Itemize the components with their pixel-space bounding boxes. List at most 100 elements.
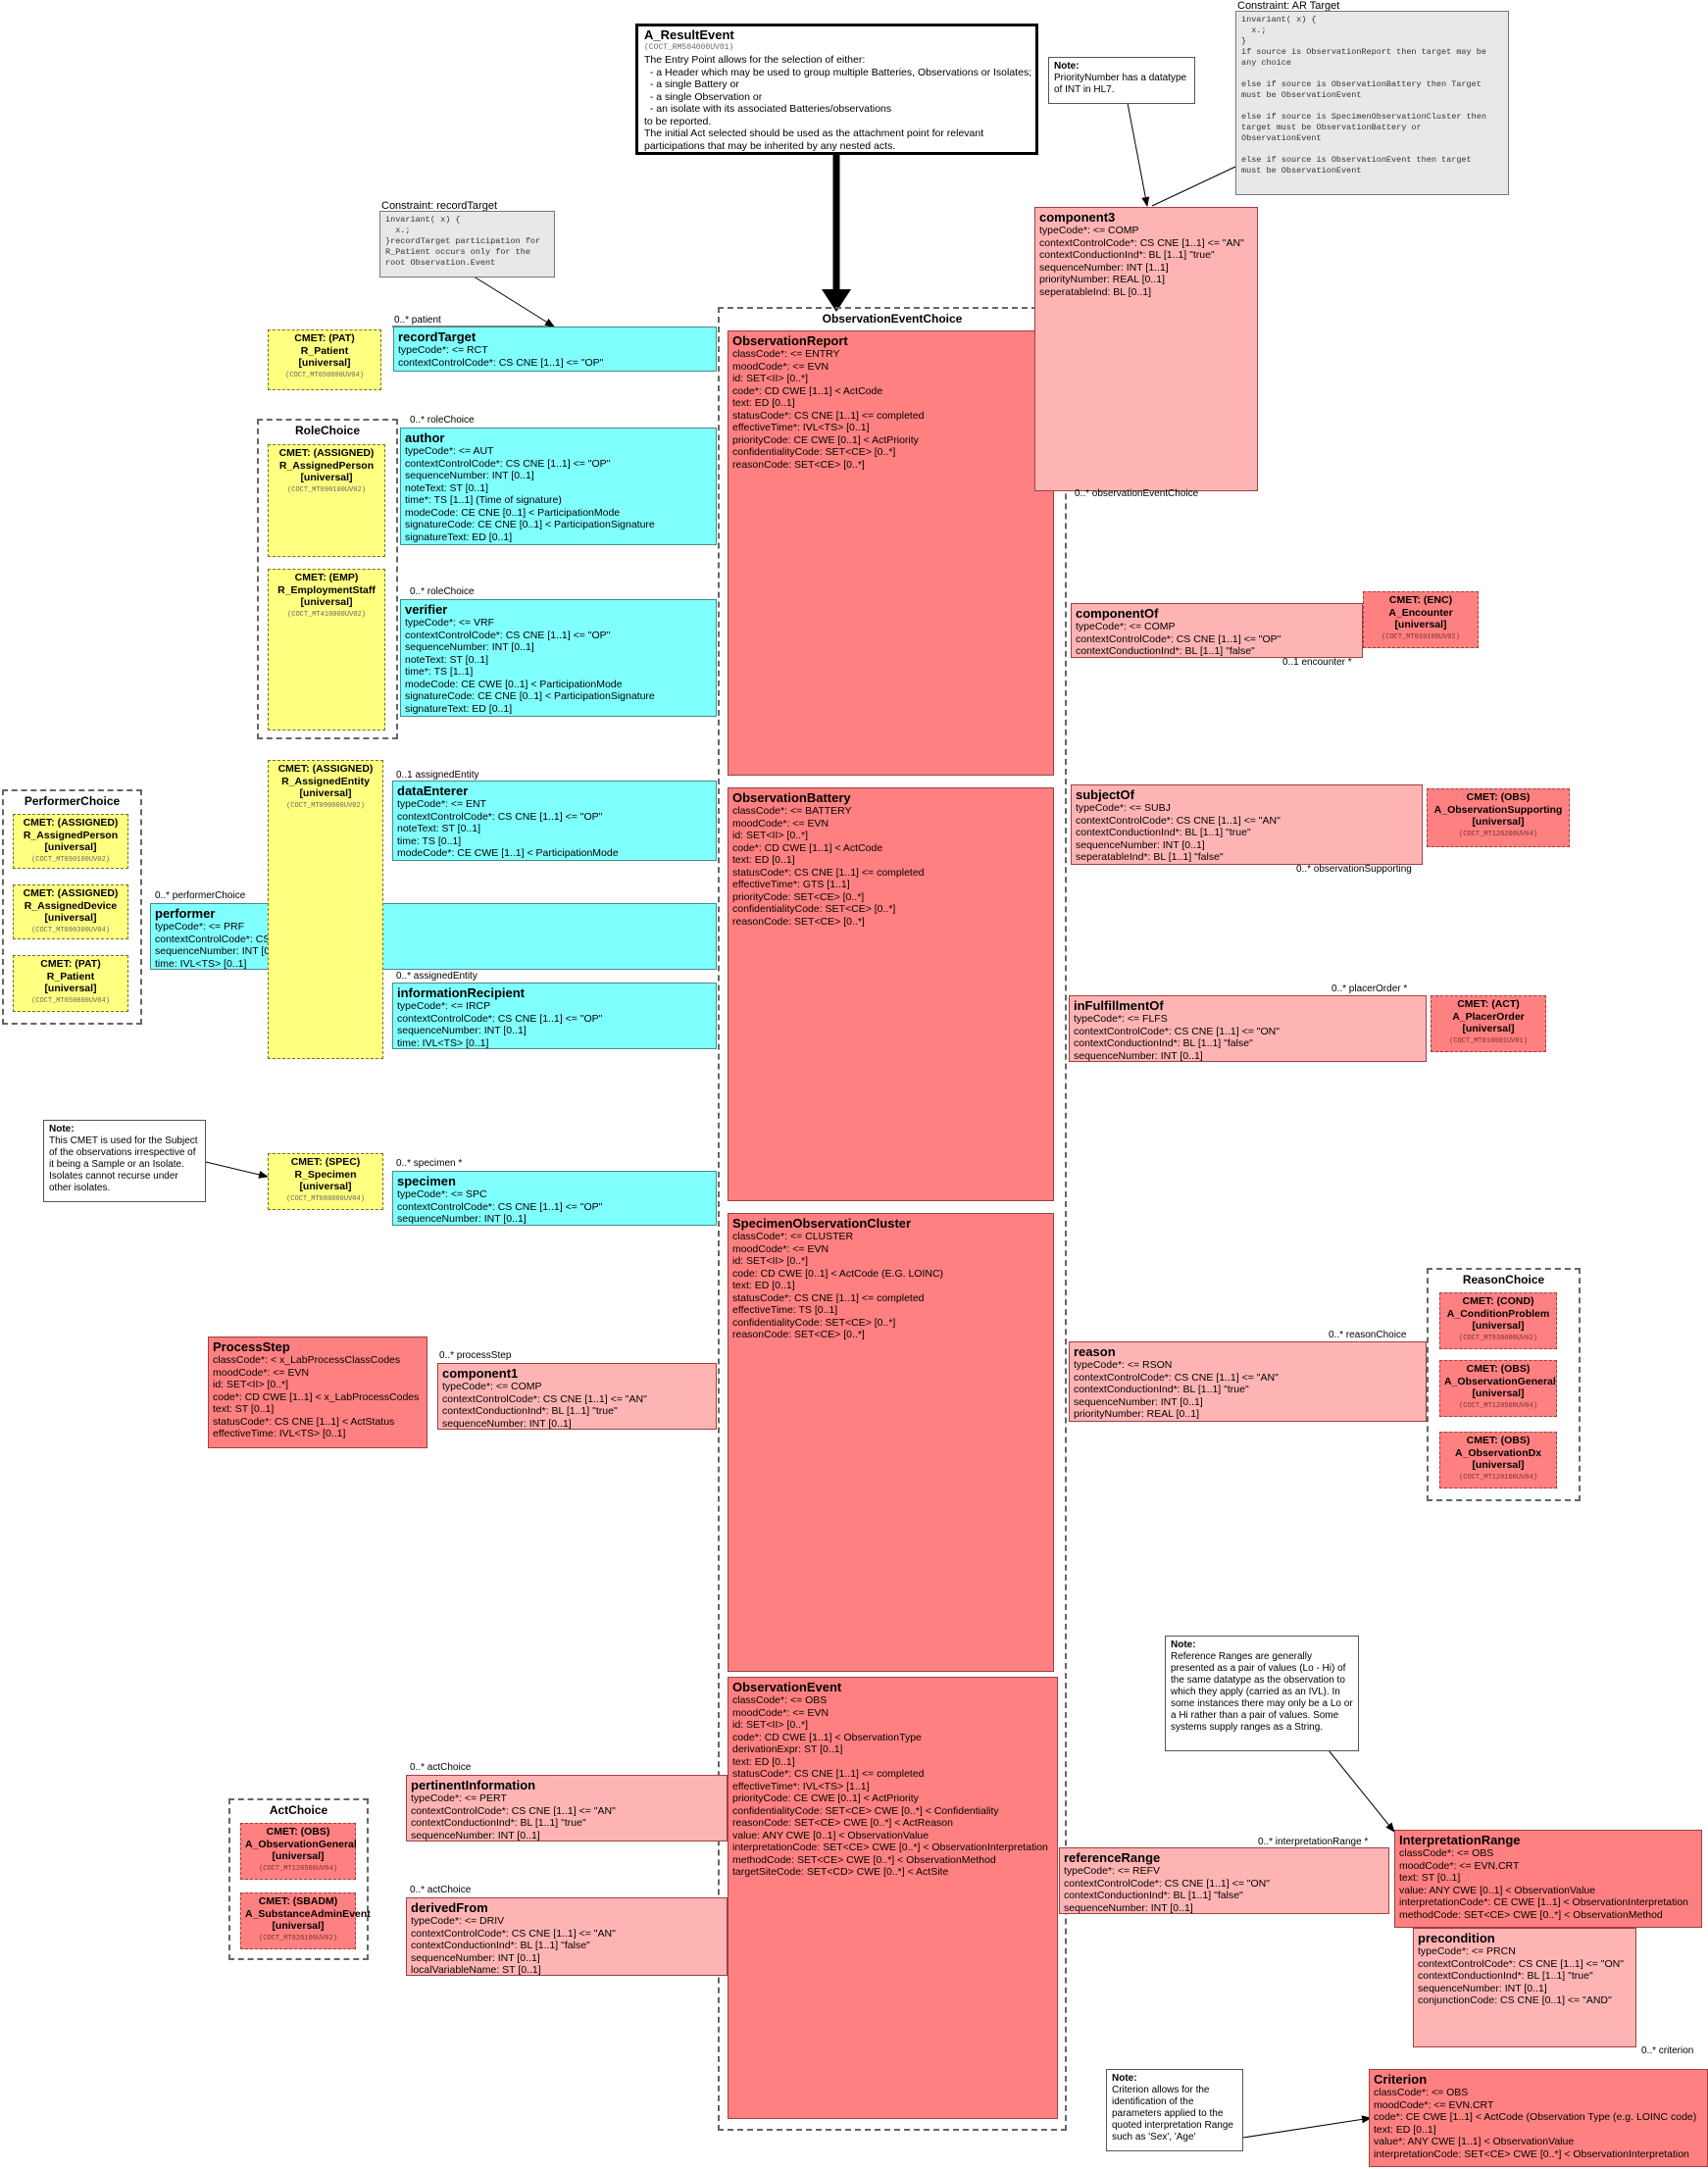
cmet-employment-staff[interactable]: CMET: (EMP) R_EmploymentStaff [universal… [268,569,385,731]
attr: time*: TS [1..1] [405,666,474,678]
attr: id: SET<II> [0..*] [732,1255,809,1267]
attr: signatureCode: CE CNE [0..1] < Participa… [405,690,655,702]
attr: reasonCode: SET<CE> CWE [0..*] < ActReas… [732,1817,953,1829]
cmet-observation-dx[interactable]: CMET: (OBS) A_ObservationDx [universal] … [1439,1432,1557,1488]
cmet-id: (COCT_MT920100UV02) [259,1934,337,1942]
performer-participation[interactable]: performer typeCode*: <= PRF contextContr… [150,903,717,970]
cmet-universal: [universal] [1472,816,1525,828]
cmet-observation-supporting[interactable]: CMET: (OBS) A_ObservationSupporting [uni… [1427,788,1570,847]
attr: statusCode*: CS CNE [1..1] <= completed [732,866,925,879]
cmet-encounter[interactable]: CMET: (ENC) A_Encounter [universal] (COC… [1363,591,1479,648]
attr: time: IVL<TS> [0..1] [397,1036,489,1049]
attr: classCode*: <= OBS [1399,1847,1494,1859]
rel-title: referenceRange [1064,1850,1161,1865]
pertinent-information-relationship[interactable]: pertinentInformation typeCode*: <= PERT … [406,1775,728,1841]
reason-choice: ReasonChoice [1427,1268,1581,1501]
attr: sequenceNumber: INT [0..1] [1064,1901,1193,1914]
cmet-kind: CMET: (PAT) [40,958,101,970]
entry-line: The Entry Point allows for the selection… [644,54,866,66]
component1-relationship[interactable]: component1 typeCode*: <= COMP contextCon… [437,1363,717,1430]
cmet-specimen[interactable]: CMET: (SPEC) R_Specimen [universal] (COC… [268,1153,383,1210]
reference-range-relationship[interactable]: referenceRange typeCode*: <= REFV contex… [1059,1847,1389,1914]
cmet-ac-observation-general[interactable]: CMET: (OBS) A_ObservationGeneral [univer… [240,1823,357,1880]
attr: contextConductionInd*: BL [1..1] "true" [1074,1384,1249,1395]
attr: contextControlCode*: CS CNE [1..1] <= "O… [397,1012,603,1025]
attr: text: ST [0..1] [1399,1872,1461,1884]
record-target-participation[interactable]: recordTarget typeCode*: <= RCT contextCo… [393,327,717,372]
cmet-name: A_ObservationSupporting [1433,803,1563,816]
cmet-pc-assigned-device[interactable]: CMET: (ASSIGNED) R_AssignedDevice [unive… [13,884,128,939]
observation-event-class[interactable]: ObservationEvent classCode*: <= OBS mood… [728,1677,1058,2119]
attr: contextControlCode*: CS CNE [1..1] <= "O… [405,457,611,470]
attr: contextConductionInd*: BL [1..1] "true" [411,1817,586,1829]
observation-battery-class[interactable]: ObservationBattery classCode*: <= BATTER… [728,787,1054,1201]
information-recipient-participation[interactable]: informationRecipient typeCode*: <= IRCP … [392,983,717,1049]
attr: classCode*: <= OBS [1374,2087,1469,2098]
specimen-participation[interactable]: specimen typeCode*: <= SPC contextContro… [392,1171,717,1226]
cmet-kind: CMET: (ASSIGNED) [277,763,374,775]
attr: confidentialityCode: SET<CE> [0..*] [732,1316,896,1329]
attr: priorityCode: CE CWE [0..1] < ActPriorit… [732,1792,919,1804]
cmet-kind: CMET: (ACT) [1457,998,1520,1010]
cmet-assigned-entity[interactable]: CMET: (ASSIGNED) R_AssignedEntity [unive… [268,760,383,1059]
cmet-id: (COCT_MT120500UV04) [259,1864,337,1873]
criterion-class[interactable]: Criterion classCode*: <= OBS moodCode*: … [1369,2069,1708,2167]
attr: targetSiteCode: SET<CD> CWE [0..*] < Act… [732,1866,949,1878]
cmet-kind: CMET: (ENC) [1388,594,1453,606]
attr: contextControlCode*: CS CNE [1..1] <= "O… [1074,1025,1280,1037]
cmet-pc-assigned-person[interactable]: CMET: (ASSIGNED) R_AssignedPerson [unive… [13,814,128,869]
label-assigned-entity2: 0..* assignedEntity [396,971,477,982]
part-title: recordTarget [398,329,477,344]
data-enterer-participation[interactable]: dataEnterer typeCode*: <= ENT contextCon… [392,781,717,861]
part-title: author [405,430,445,445]
cmet-kind: CMET: (EMP) [294,572,359,583]
cmet-condition-problem[interactable]: CMET: (COND) A_ConditionProblem [univers… [1439,1292,1557,1349]
cmet-universal: [universal] [272,1920,325,1932]
attr: classCode*: <= ENTRY [732,348,840,360]
observation-report-class[interactable]: ObservationReport classCode*: <= ENTRY m… [728,330,1054,776]
author-participation[interactable]: author typeCode*: <= AUT contextControlC… [400,428,717,545]
subject-of-relationship[interactable]: subjectOf typeCode*: <= SUBJ contextCont… [1071,784,1423,865]
cmet-patient-record-target[interactable]: CMET: (PAT) R_Patient [universal] (COCT_… [268,329,381,390]
process-step-class[interactable]: ProcessStep classCode*: < x_LabProcessCl… [208,1337,427,1448]
derived-from-relationship[interactable]: derivedFrom typeCode*: <= DRIV contextCo… [406,1897,728,1976]
cmet-id: (COCT_MT010100UV02) [1381,632,1460,641]
attr: contextControlCode*: CS CNE [1..1] <= "O… [398,356,604,369]
attr: classCode*: <= BATTERY [732,805,852,817]
cmet-kind: CMET: (OBS) [1466,791,1531,803]
specimen-observation-cluster-class[interactable]: SpecimenObservationCluster classCode*: <… [728,1213,1054,1672]
component-of-relationship[interactable]: componentOf typeCode*: <= COMP contextCo… [1071,603,1363,658]
in-fulfillment-of-relationship[interactable]: inFulfillmentOf typeCode*: <= FLFS conte… [1069,995,1427,1062]
cmet-substance-admin-event[interactable]: CMET: (SBADM) A_SubstanceAdminEvent [uni… [240,1892,371,1949]
attr: moodCode*: <= EVN.CRT [1399,1859,1520,1872]
attr: time: TS [0..1] [397,834,462,847]
verifier-participation[interactable]: verifier typeCode*: <= VRF contextContro… [400,599,717,717]
cmet-name: A_PlacerOrder [1452,1010,1525,1023]
attr: priorityCode: SET<CE> [0..*] [732,890,865,903]
reason-relationship[interactable]: reason typeCode*: <= RSON contextControl… [1069,1341,1427,1422]
attr: typeCode*: <= RCT [398,344,488,356]
attr: text: ED [0..1] [1374,2123,1436,2136]
attr: effectiveTime*: GTS [1..1] [732,879,850,890]
attr: contextConductionInd*: BL [1..1] "false" [411,1940,590,1951]
cmet-rc-observation-general[interactable]: CMET: (OBS) A_ObservationGeneral [univer… [1439,1360,1557,1417]
component3-relationship[interactable]: component3 typeCode*: <= COMP contextCon… [1034,207,1258,491]
cmet-id: (COCT_MT120200UV04) [1459,830,1537,838]
interpretation-range-class[interactable]: InterpretationRange classCode*: <= OBS m… [1394,1830,1702,1928]
cmet-placer-order[interactable]: CMET: (ACT) A_PlacerOrder [universal] (C… [1431,995,1546,1052]
choice-title: RoleChoice [294,424,360,437]
precondition-relationship[interactable]: precondition typeCode*: <= PRCN contextC… [1413,1928,1636,2047]
attr: text: ED [0..1] [732,397,795,409]
attr: reasonCode: SET<CE> [0..*] [732,458,865,471]
cmet-pc-patient[interactable]: CMET: (PAT) R_Patient [universal] (COCT_… [13,955,128,1012]
note-text: Reference Ranges are generally presented… [1171,1651,1353,1733]
cmet-assigned-person[interactable]: CMET: (ASSIGNED) R_AssignedPerson [unive… [268,444,385,557]
entry-line: - a single Observation or [644,90,763,103]
cmet-id: (COCT_MT080000UV04) [286,1194,365,1203]
attr: text: ED [0..1] [732,1755,795,1768]
cmet-kind: CMET: (OBS) [1466,1363,1531,1375]
note-title: Note: [1054,61,1080,72]
attr: signatureCode: CE CNE [0..1] < Participa… [405,519,655,530]
entry-line: The initial Act selected should be used … [644,127,984,139]
cmet-id: (COCT_MT120100UV04) [1459,1473,1537,1482]
